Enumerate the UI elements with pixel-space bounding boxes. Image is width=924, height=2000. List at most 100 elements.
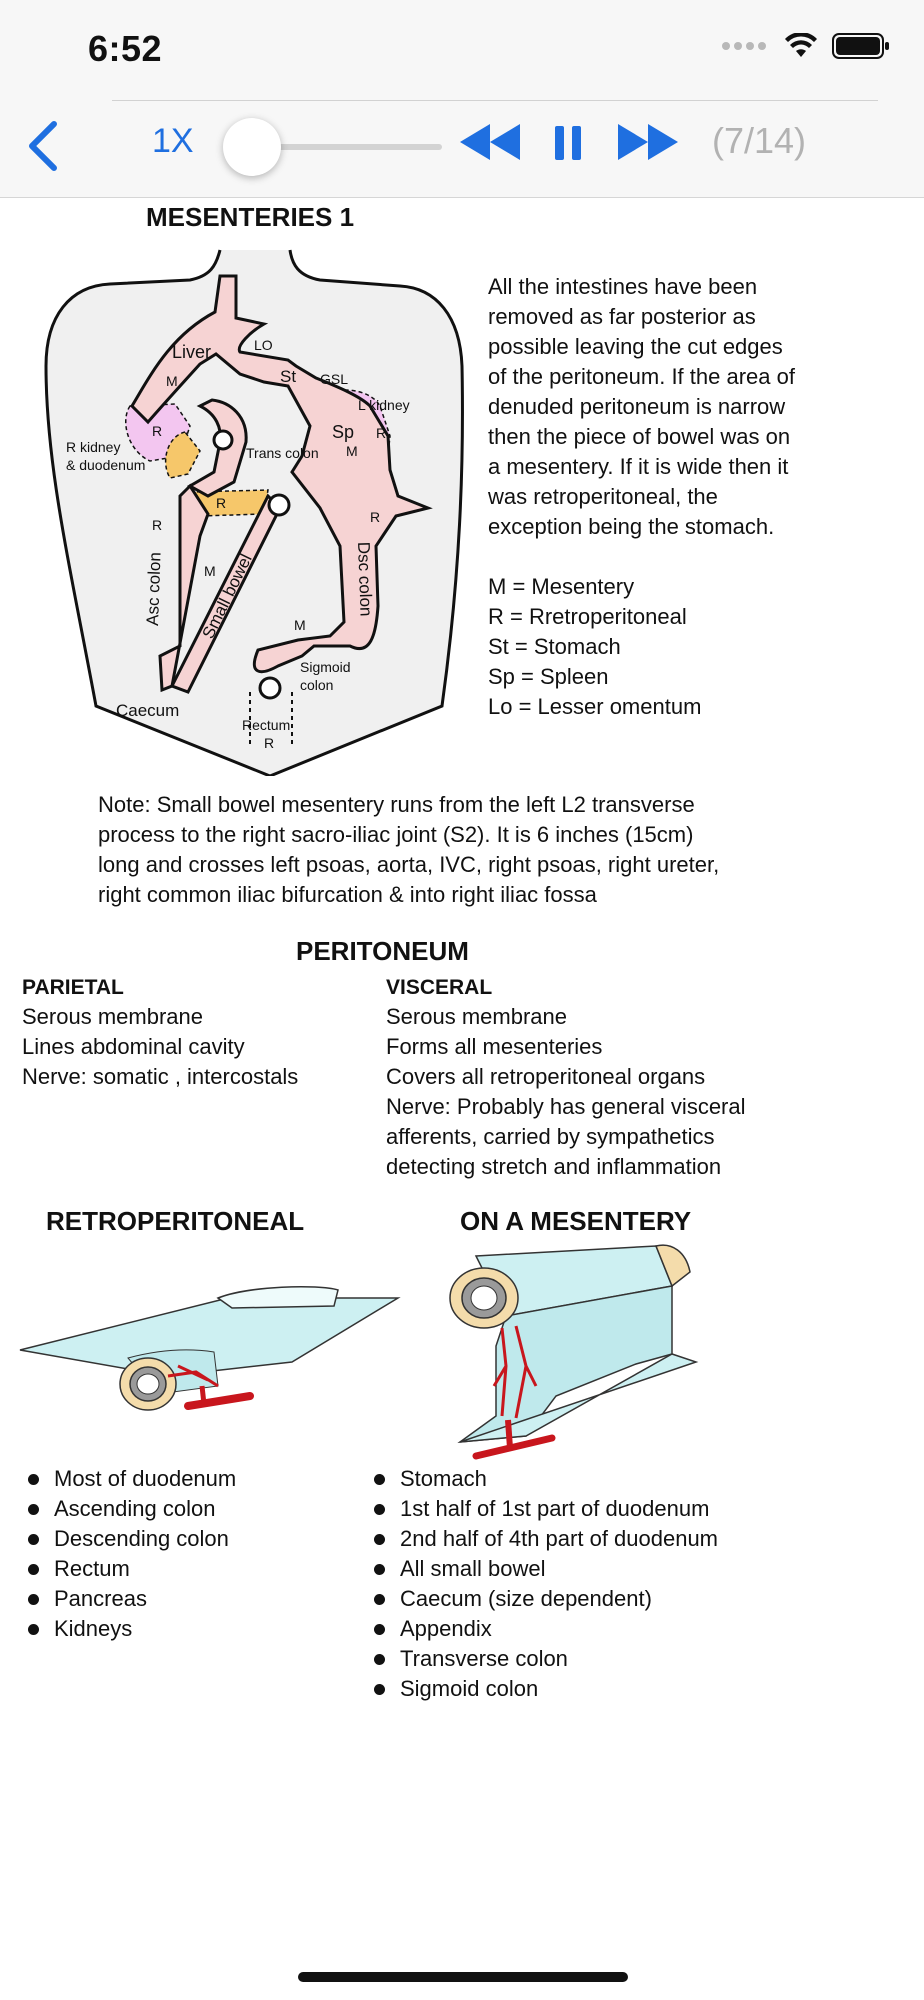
- page-counter: (7/14): [712, 120, 807, 161]
- label-liver: Liver: [172, 342, 211, 362]
- label-duodenum-text: & duodenum: [66, 457, 145, 473]
- label-r-kidney: R: [152, 423, 162, 439]
- label-gsl: GSL: [320, 371, 348, 387]
- visceral-line: Forms all mesenteries: [386, 1034, 603, 1059]
- list-item: Kidneys: [24, 1614, 236, 1644]
- description-line: then the piece of bowel was on: [488, 424, 791, 449]
- visceral-line: Covers all retroperitoneal organs: [386, 1064, 706, 1089]
- slider-track: [226, 144, 442, 150]
- description-line: possible leaving the cut edges: [488, 334, 783, 359]
- label-r-kidney-text: R kidney: [66, 439, 120, 455]
- description-line: All the intestines have been: [488, 274, 758, 299]
- label-caecum: Caecum: [116, 701, 179, 720]
- description-line: denuded peritoneum is narrow: [488, 394, 786, 419]
- jejunum-ring: [267, 493, 291, 517]
- label-r-dsc: R: [370, 509, 380, 525]
- rewind-icon[interactable]: [456, 118, 524, 166]
- parietal-list: Serous membrane Lines abdominal cavity N…: [22, 1002, 298, 1092]
- list-item: Transverse colon: [370, 1644, 718, 1674]
- legend-item: Sp = Spleen: [488, 664, 609, 689]
- legend-item: R = Rretroperitoneal: [488, 604, 687, 629]
- note-line: right common iliac bifurcation & into ri…: [98, 882, 597, 907]
- list-item: Appendix: [370, 1614, 718, 1644]
- label-m-liver: M: [166, 373, 178, 389]
- player-toolbar: 6:52 1X (7/14): [0, 0, 924, 198]
- label-rectum: Rectum: [242, 717, 290, 733]
- pause-icon[interactable]: [552, 118, 584, 166]
- mesenteries-description: All the intestines have been removed as …: [488, 272, 795, 542]
- retroperitoneal-illustration: [19, 1285, 401, 1411]
- cellular-signal-icon: [722, 42, 766, 50]
- on-mesentery-title: ON A MESENTERY: [460, 1206, 692, 1236]
- label-r-asc: R: [152, 517, 162, 533]
- parietal-line: Lines abdominal cavity: [22, 1034, 245, 1059]
- peritoneum-title: PERITONEUM: [296, 936, 469, 966]
- list-item: 1st half of 1st part of duodenum: [370, 1494, 718, 1524]
- label-r-rectum: R: [264, 735, 274, 751]
- retroperitoneal-list: Most of duodenum Ascending colon Descend…: [24, 1464, 236, 1644]
- playback-speed-button[interactable]: 1X: [152, 122, 194, 160]
- parietal-line: Serous membrane: [22, 1004, 203, 1029]
- legend-item: St = Stomach: [488, 634, 621, 659]
- legend-item: M = Mesentery: [488, 574, 635, 599]
- small-bowel-note: Note: Small bowel mesentery runs from th…: [98, 790, 719, 910]
- label-sp: Sp: [332, 422, 354, 442]
- status-time: 6:52: [88, 28, 163, 69]
- list-item: Most of duodenum: [24, 1464, 236, 1494]
- label-lo: LO: [254, 337, 273, 353]
- peritoneal-cut-edges: [130, 274, 433, 674]
- description-line: a mesentery. If it is wide then it: [488, 454, 789, 479]
- battery-icon: [832, 33, 889, 59]
- back-chevron-icon[interactable]: [22, 118, 66, 174]
- list-item: Ascending colon: [24, 1494, 236, 1524]
- status-icons: [722, 32, 890, 60]
- visceral-list: Serous membrane Forms all mesenteries Co…: [386, 1002, 746, 1182]
- duodenum-patch-1: [164, 431, 201, 479]
- note-line: Note: Small bowel mesentery runs from th…: [98, 792, 695, 817]
- abbreviation-legend: M = Mesentery R = Rretroperitoneal St = …: [488, 572, 701, 722]
- label-asc-colon: Asc colon: [143, 552, 165, 626]
- parietal-line: Nerve: somatic , intercostals: [22, 1064, 299, 1089]
- label-sigmoid-colon: colon: [300, 677, 333, 693]
- duodenum-ring: [212, 429, 234, 451]
- wifi-icon: [785, 33, 817, 57]
- description-line: removed as far posterior as: [488, 304, 756, 329]
- label-m-bowel: M: [204, 563, 216, 579]
- list-item: Sigmoid colon: [370, 1674, 718, 1704]
- list-item: 2nd half of 4th part of duodenum: [370, 1524, 718, 1554]
- mesentery-illustration: [449, 1244, 699, 1460]
- list-item: Descending colon: [24, 1524, 236, 1554]
- slider-thumb[interactable]: [222, 118, 281, 176]
- label-m-sigmoid: M: [294, 617, 306, 633]
- list-item: Caecum (size dependent): [370, 1584, 718, 1614]
- rectum-dashes: [249, 692, 293, 746]
- visceral-line: Nerve: Probably has general visceral: [386, 1094, 746, 1119]
- label-sigmoid: Sigmoid: [300, 659, 351, 675]
- parietal-heading: PARIETAL: [22, 976, 124, 999]
- list-item: Stomach: [370, 1464, 718, 1494]
- rectum-ring: [258, 676, 282, 700]
- note-line: process to the right sacro-iliac joint (…: [98, 822, 694, 847]
- asc-colon-band: [158, 483, 210, 693]
- label-l-kidney: L kidney: [358, 397, 410, 413]
- list-item: All small bowel: [370, 1554, 718, 1584]
- progress-slider[interactable]: [222, 118, 442, 176]
- label-st: St: [280, 367, 296, 386]
- fast-forward-icon[interactable]: [614, 118, 682, 166]
- toolbar-divider: [112, 100, 878, 101]
- list-item: Pancreas: [24, 1584, 236, 1614]
- retroperitoneal-title: RETROPERITONEAL: [46, 1206, 305, 1236]
- description-line: of the peritoneum. If the area of: [488, 364, 795, 389]
- trans-colon-band: [186, 398, 248, 498]
- note-line: long and crosses left psoas, aorta, IVC,…: [98, 852, 720, 877]
- visceral-heading: VISCERAL: [386, 976, 493, 999]
- mesenteries-diagram: Liver M LO St GSL L kidney Sp R M R R ki…: [44, 249, 464, 776]
- label-r-duodenum: R: [216, 495, 226, 511]
- on-mesentery-list: Stomach 1st half of 1st part of duodenum…: [370, 1464, 718, 1704]
- list-item: Rectum: [24, 1554, 236, 1584]
- visceral-line: Serous membrane: [386, 1004, 567, 1029]
- label-r-spleen: R: [376, 425, 386, 441]
- home-indicator[interactable]: [298, 1972, 628, 1982]
- label-m-spleen: M: [346, 443, 358, 459]
- label-dsc-colon: Dsc colon: [354, 541, 376, 616]
